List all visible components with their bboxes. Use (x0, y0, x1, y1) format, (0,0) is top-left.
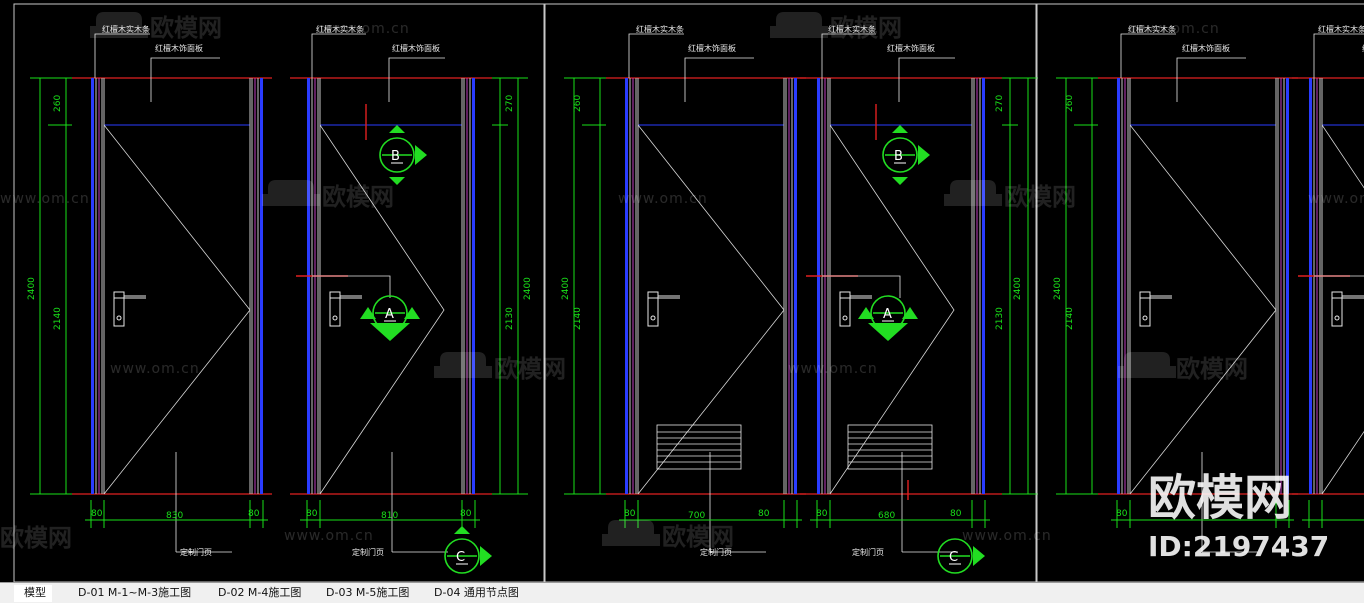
svg-text:2400: 2400 (27, 277, 37, 300)
svg-text:2130: 2130 (995, 307, 1005, 330)
label-door-leaf: 定制门页 (180, 547, 212, 557)
tab-d01[interactable]: D-01 M-1~M-3施工图 (68, 585, 197, 602)
watermark-url: www.om.cn (1130, 21, 1220, 37)
svg-text:2140: 2140 (53, 307, 63, 330)
tag-a-letter: A (883, 307, 892, 322)
svg-text:80: 80 (950, 509, 962, 519)
label-panel: 红檀木饰面板 (887, 43, 935, 53)
svg-text:680: 680 (878, 511, 895, 521)
svg-text:2140: 2140 (573, 307, 583, 330)
label-door-leaf: 定制门页 (700, 547, 732, 557)
svg-text:270: 270 (995, 95, 1005, 112)
watermark-brand: 欧模网 (830, 14, 902, 42)
sheet-panel-1 (13, 3, 545, 582)
label-panel: 红檀木饰面板 (1362, 43, 1364, 53)
label-panel: 红檀木饰面板 (155, 43, 203, 53)
label-stile: 红檀木实木条 (828, 24, 876, 34)
watermark-brand: 欧模网 (1004, 183, 1076, 211)
svg-text:270: 270 (505, 95, 515, 112)
tab-d03[interactable]: D-03 M-5施工图 (316, 585, 415, 602)
svg-text:700: 700 (688, 511, 705, 521)
svg-text:2400: 2400 (1053, 277, 1063, 300)
tab-d02[interactable]: D-02 M-4施工图 (208, 585, 307, 602)
watermark-layer: 欧模网 www.om.cn 欧模网 www.om.cn www.om.cn 欧模… (0, 12, 1364, 563)
watermark-id: ID:2197437 (1148, 530, 1329, 563)
watermark-brand: 欧模网 (0, 524, 72, 552)
watermark-brand: 欧模网 (1176, 355, 1248, 383)
svg-text:830: 830 (166, 511, 183, 521)
watermark-url: www.om.cn (110, 361, 200, 377)
tab-label: 模型 (24, 586, 46, 599)
label-door-leaf: 定制门页 (352, 547, 384, 557)
label-stile: 红檀木实木条 (1128, 24, 1176, 34)
sheet-panel-3 (1036, 3, 1364, 582)
watermark-url: www.om.cn (962, 528, 1052, 544)
watermark-url: www.om.cn (788, 361, 878, 377)
svg-text:80: 80 (91, 509, 103, 519)
dimension-labels: 260 2400 2140 270 2130 2400 80 830 80 80… (27, 95, 1128, 521)
svg-text:80: 80 (460, 509, 472, 519)
svg-text:260: 260 (1065, 95, 1075, 112)
label-panel: 红檀木饰面板 (392, 43, 440, 53)
svg-text:2400: 2400 (561, 277, 571, 300)
svg-text:80: 80 (758, 509, 770, 519)
svg-text:80: 80 (248, 509, 260, 519)
svg-text:260: 260 (573, 95, 583, 112)
tag-b-letter: B (391, 149, 400, 164)
tab-label: D-03 M-5施工图 (326, 586, 410, 599)
sheet-panel-2 (544, 3, 1039, 582)
svg-text:810: 810 (381, 511, 398, 521)
watermark-url: www.om.cn (320, 21, 410, 37)
label-panel: 红檀木饰面板 (1182, 43, 1230, 53)
watermark-brand: 欧模网 (322, 183, 394, 211)
svg-text:2400: 2400 (1013, 277, 1023, 300)
label-stile: 红檀木实木条 (316, 24, 364, 34)
tag-c-letter: C (949, 550, 958, 565)
tag-a-letter: A (385, 307, 394, 322)
tab-d04[interactable]: D-04 通用节点图 (424, 585, 525, 602)
tag-b-letter: B (894, 149, 903, 164)
label-panel: 红檀木饰面板 (688, 43, 736, 53)
svg-text:80: 80 (624, 509, 636, 519)
watermark-url: www.om.cn (618, 191, 708, 207)
watermark-brand: 欧模网 (494, 355, 566, 383)
watermark-brand: 欧模网 (662, 523, 734, 551)
tag-c-letter: C (456, 550, 465, 565)
watermark-url: www.om.cn (0, 191, 90, 207)
tab-label: D-02 M-4施工图 (218, 586, 302, 599)
layout-tab-bar: 模型 D-01 M-1~M-3施工图 D-02 M-4施工图 D-03 M-5施… (0, 582, 1364, 603)
svg-text:260: 260 (53, 95, 63, 112)
tab-model[interactable]: 模型 (14, 585, 52, 602)
annotation-labels: 红檀木实木条 红檀木饰面板 红檀木实木条 红檀木饰面板 红檀木实木条 红檀木饰面… (102, 24, 1364, 565)
watermark-url: www.om.cn (1308, 191, 1364, 207)
label-door-leaf: 定制门页 (852, 547, 884, 557)
tab-label: D-04 通用节点图 (434, 586, 519, 599)
brand-logo-text: 欧模网 (1148, 470, 1292, 526)
svg-text:2400: 2400 (523, 277, 533, 300)
cad-model-space[interactable]: 红檀木实木条 红檀木饰面板 红檀木实木条 红檀木饰面板 红檀木实木条 红檀木饰面… (0, 0, 1364, 582)
svg-text:2140: 2140 (1065, 307, 1075, 330)
svg-text:80: 80 (306, 509, 318, 519)
tab-label: D-01 M-1~M-3施工图 (78, 586, 192, 599)
watermark-url: www.om.cn (284, 528, 374, 544)
svg-text:80: 80 (816, 509, 828, 519)
label-stile: 红檀木实木条 (1318, 24, 1364, 34)
svg-text:80: 80 (1116, 509, 1128, 519)
label-stile: 红檀木实木条 (636, 24, 684, 34)
svg-text:2130: 2130 (505, 307, 515, 330)
watermark-brand: 欧模网 (150, 14, 222, 42)
